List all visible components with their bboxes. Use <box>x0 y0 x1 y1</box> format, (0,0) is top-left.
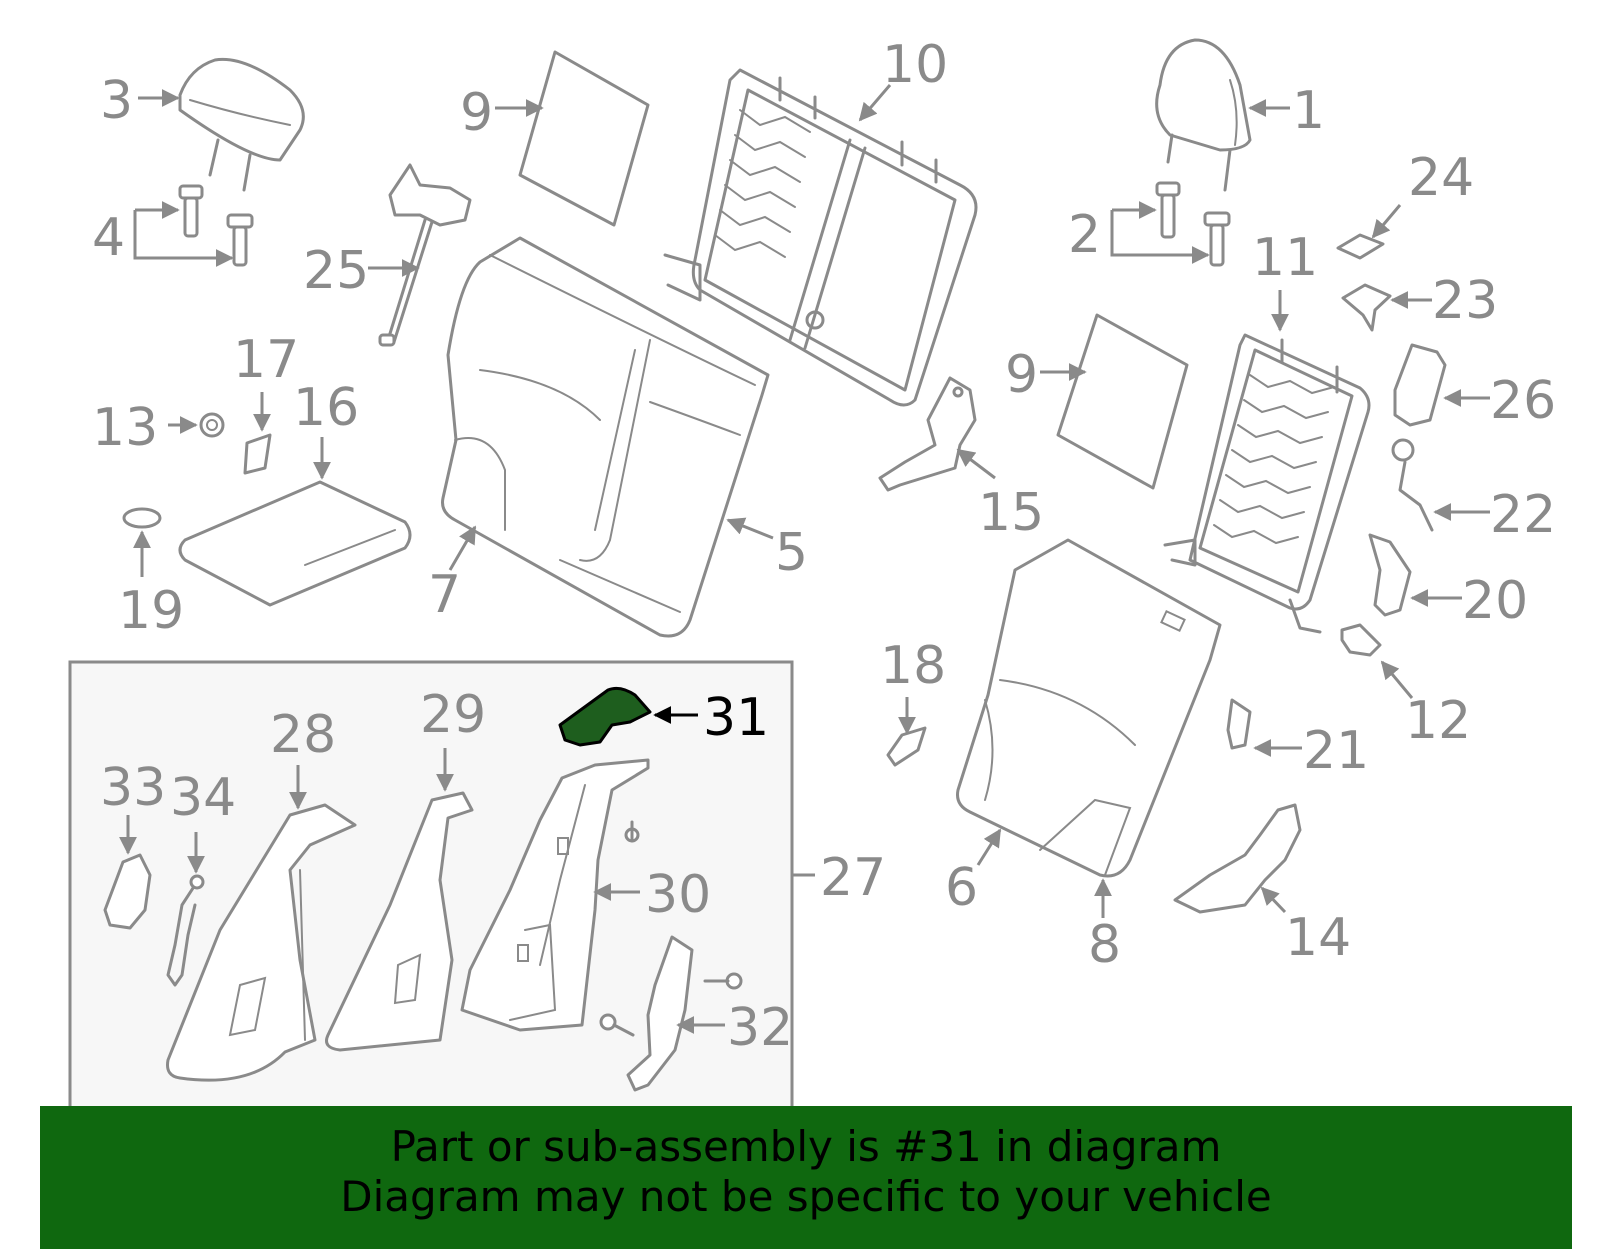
callout-16: 16 <box>293 378 359 438</box>
callout-1: 1 <box>1292 81 1325 141</box>
callout-14: 14 <box>1285 908 1351 968</box>
callout-22: 22 <box>1490 485 1556 545</box>
callout-4: 4 <box>92 208 125 268</box>
part-12-bracket[interactable] <box>1340 623 1382 657</box>
banner-line-2: Diagram may not be specific to your vehi… <box>340 1172 1272 1221</box>
callout-2: 2 <box>1068 205 1101 265</box>
part-25-cable[interactable] <box>378 163 472 347</box>
callout-12: 12 <box>1405 691 1471 751</box>
callout-31: 31 <box>703 688 769 748</box>
part-31-highlighted[interactable] <box>558 686 652 747</box>
part-1-headrest[interactable] <box>1155 38 1252 192</box>
part-6-back-cover[interactable] <box>956 538 1222 878</box>
callout-10: 10 <box>882 35 948 95</box>
callout-9-right: 9 <box>1005 345 1038 405</box>
callout-5: 5 <box>775 523 808 583</box>
part-21-clip[interactable] <box>1226 698 1252 750</box>
part-11-frame[interactable] <box>1163 333 1371 634</box>
banner-line-1: Part or sub-assembly is #31 in diagram <box>390 1122 1222 1171</box>
callout-24: 24 <box>1408 148 1474 208</box>
part-34-cable[interactable] <box>166 874 205 987</box>
part-2-guides[interactable] <box>1155 181 1231 267</box>
callout-21: 21 <box>1303 721 1369 781</box>
callout-17: 17 <box>233 330 299 390</box>
callout-26: 26 <box>1490 371 1556 431</box>
part-4-guides[interactable] <box>178 184 254 267</box>
leader-lines <box>119 84 1490 1034</box>
part-16-cushion[interactable] <box>178 480 412 607</box>
part-19-grommet[interactable] <box>122 507 162 529</box>
callout-20: 20 <box>1462 571 1528 631</box>
part-9-pad-right[interactable] <box>1056 313 1189 490</box>
part-29-trim[interactable] <box>325 791 474 1052</box>
part-9-pad-top[interactable] <box>518 50 650 227</box>
part-10-frame[interactable] <box>663 68 978 407</box>
part-33-handle[interactable] <box>103 853 152 930</box>
part-23[interactable] <box>1341 283 1392 332</box>
part-13-clip[interactable] <box>199 412 225 438</box>
callout-32: 32 <box>727 998 793 1058</box>
part-17-cap[interactable] <box>243 433 272 475</box>
callout-9-top: 9 <box>460 83 493 143</box>
part-18-cap[interactable] <box>886 726 927 767</box>
part-26-handle[interactable] <box>1393 343 1447 427</box>
part-24[interactable] <box>1336 233 1385 260</box>
callout-28: 28 <box>270 705 336 765</box>
screw-b <box>703 972 743 990</box>
info-banner: Part or sub-assembly is #31 in diagram D… <box>40 1106 1572 1249</box>
part-32-bracket[interactable] <box>626 935 694 1092</box>
part-15-bracket[interactable] <box>878 376 977 492</box>
part-22-cable[interactable] <box>1391 438 1434 532</box>
part-14-bracket[interactable] <box>1173 803 1302 914</box>
part-28-trim[interactable] <box>166 803 357 1082</box>
part-5-back-cover[interactable] <box>441 236 770 638</box>
callout-6: 6 <box>945 858 978 918</box>
callout-23: 23 <box>1432 271 1498 331</box>
callout-7: 7 <box>428 565 461 625</box>
callout-25: 25 <box>303 241 369 301</box>
callout-3: 3 <box>100 71 133 131</box>
callout-15: 15 <box>978 483 1044 543</box>
callout-13: 13 <box>92 398 158 458</box>
part-3-headrest[interactable] <box>178 57 305 192</box>
part-20-latch[interactable] <box>1368 533 1412 617</box>
callout-18: 18 <box>880 636 946 696</box>
screw-c <box>599 1013 635 1037</box>
callout-19: 19 <box>118 581 184 641</box>
callout-29: 29 <box>420 685 486 745</box>
callout-33: 33 <box>100 758 166 818</box>
callout-8: 8 <box>1088 915 1121 975</box>
callout-34: 34 <box>170 768 236 828</box>
callout-27: 27 <box>820 848 886 908</box>
screw-a <box>624 820 640 843</box>
callout-30: 30 <box>645 865 711 925</box>
callout-11: 11 <box>1252 228 1318 288</box>
part-30-trim[interactable] <box>460 758 650 1032</box>
